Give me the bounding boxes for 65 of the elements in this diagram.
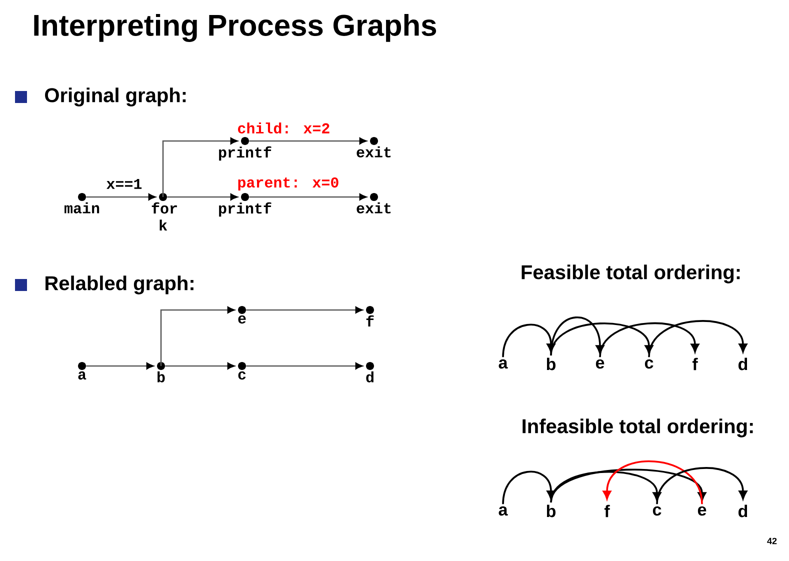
- event-letter: b: [546, 504, 556, 518]
- node-label: f: [366, 315, 374, 326]
- slide-title: Interpreting Process Graphs: [34, 14, 436, 42]
- graph-vertex: f: [366, 306, 374, 326]
- event-letter: e: [698, 506, 706, 516]
- node-label: b: [158, 371, 165, 382]
- arrow: [249, 138, 367, 144]
- graph-vertex: d: [366, 362, 374, 382]
- arrow: [246, 306, 363, 314]
- arrow: [249, 194, 367, 200]
- graph-vertex: main: [64, 192, 100, 214]
- graph-vertex: exit: [356, 192, 391, 214]
- arrow: [160, 306, 235, 366]
- section-heading: Feasible total ordering:: [522, 264, 740, 284]
- event-letter: f: [604, 504, 610, 518]
- edge-label: child: x=2: [238, 122, 330, 134]
- event-letter: b: [546, 358, 556, 370]
- event-letter: d: [738, 504, 748, 518]
- arc-arrow: [648, 320, 748, 358]
- graph-vertex: e: [238, 306, 246, 324]
- edge-label: parent: x=0: [238, 177, 338, 191]
- node-label: d: [366, 371, 374, 382]
- arc-arrow: [502, 324, 556, 358]
- graph-vertex: a: [78, 362, 86, 380]
- event-letter: f: [692, 358, 698, 370]
- event-letter: e: [596, 359, 604, 369]
- arc-arrow: [602, 460, 703, 504]
- arrow: [86, 362, 154, 370]
- graph-vertex: exit: [356, 137, 391, 158]
- graph-vertex: printf: [219, 137, 272, 161]
- node-label: main: [64, 202, 100, 214]
- arc-arrow: [502, 470, 556, 504]
- section-heading: Original graph:: [45, 88, 186, 106]
- node-label: a: [78, 371, 86, 380]
- arc-arrow: [550, 471, 662, 503]
- edge-label: x==1: [106, 179, 142, 189]
- graph-vertex: c: [238, 362, 246, 380]
- arrow: [246, 362, 363, 370]
- graph-vertex: b: [157, 362, 165, 382]
- node-label: e: [238, 315, 246, 324]
- graph-vertex: for k: [152, 192, 177, 230]
- event-letter: a: [498, 506, 508, 516]
- node-label: exit: [356, 146, 391, 158]
- arrow: [162, 138, 238, 197]
- arc-arrow: [599, 322, 700, 358]
- arrow: [86, 194, 156, 200]
- node-label: printf: [219, 146, 272, 161]
- event-letter: a: [498, 359, 508, 369]
- event-letter: c: [652, 506, 662, 516]
- section-heading: Relabled graph:: [46, 276, 194, 294]
- arc-arrow: [550, 468, 706, 503]
- event-letter: c: [644, 359, 654, 369]
- arc-arrow: [550, 316, 604, 356]
- node-label: c: [238, 371, 246, 380]
- node-label: exit: [356, 202, 391, 214]
- page-number: 42: [767, 538, 777, 544]
- section-heading: Infeasible total ordering:: [522, 418, 753, 438]
- node-label: printf: [219, 202, 272, 217]
- graph-vertex: printf: [219, 192, 272, 217]
- arc-arrow: [550, 322, 654, 356]
- node-label: for k: [152, 202, 177, 230]
- event-letter: d: [738, 358, 748, 370]
- arrow: [165, 362, 235, 370]
- arrow: [167, 194, 238, 200]
- arc-arrow: [656, 467, 748, 504]
